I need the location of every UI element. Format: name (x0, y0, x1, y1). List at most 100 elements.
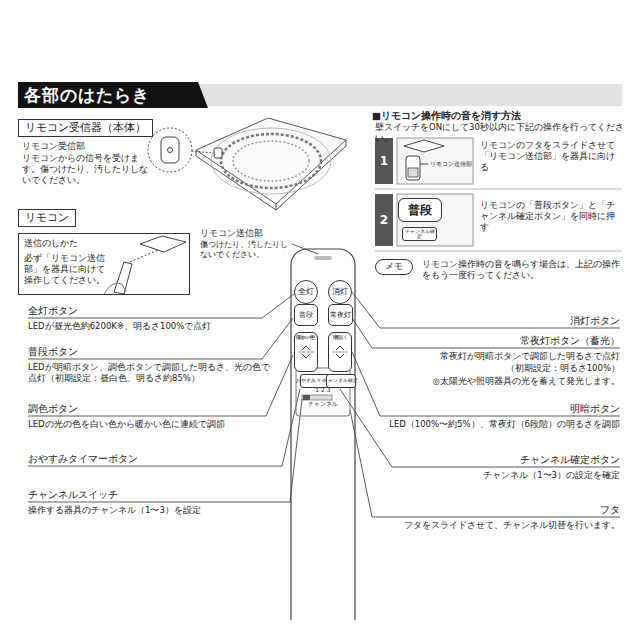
callout-text: リモコン送信部 (200, 228, 290, 239)
node-text: 送信のしかた (24, 237, 184, 250)
leader-line (28, 399, 302, 502)
node-text: 普段 (299, 312, 313, 319)
callout-text: リモコン受信部 (22, 141, 152, 152)
callout-text: 常夜灯ボタン（蓄光） (400, 335, 620, 347)
section-tab: リモコン受信器（本体） (18, 119, 153, 137)
remote-window (314, 256, 332, 260)
step-illustration (375, 189, 622, 190)
chevron (332, 352, 348, 353)
light-fixture (211, 128, 331, 194)
node-text: チャンネル確定 (323, 379, 358, 384)
receiver-detail (192, 151, 213, 153)
step-illustration (375, 251, 622, 252)
receiver-detail (148, 128, 192, 172)
callout-text: LED（100%〜約5%）、常夜灯（6段階）の明るさを調節 (370, 419, 620, 430)
callout-text: LEDが昼光色約6200K※、明るさ100%で点灯 (28, 321, 273, 332)
node-text: 1 (380, 154, 388, 168)
callout-text: フタ (400, 504, 620, 516)
chevron (298, 352, 314, 353)
light-fixture (196, 118, 346, 204)
step-illustration (406, 156, 420, 180)
callout-text: おやすみタイマーボタン (28, 453, 228, 465)
leader-line (28, 389, 300, 466)
page-title: 各部のはたらき (24, 83, 150, 107)
node-text: 全灯 (298, 288, 314, 296)
leader-line (28, 355, 293, 416)
callout-text: リモコン送信部 (430, 160, 474, 168)
light-fixture (196, 140, 346, 210)
callout-text: チャンネル（1〜3）の設定を確定 (370, 470, 620, 481)
channel-switch (302, 395, 332, 400)
callout-text: リモコンの「普段ボタン」と「チャンネル確定ボタン」を同時に押す (480, 200, 620, 233)
remote-body: 1 2 3チャンネル全灯消灯普段常夜灯白い色暖かい色明るく暗くおやすみタイマーチ… (290, 248, 356, 620)
chevron (336, 346, 344, 350)
step-illustration (375, 138, 622, 251)
sending-illustration (114, 262, 132, 294)
rocker-button: 白い色暖かい色 (294, 332, 318, 372)
node-text: 暗く (335, 335, 345, 340)
title-band (18, 84, 622, 106)
sending-illustration (104, 236, 186, 294)
chevron (336, 354, 344, 358)
remote-button: 消灯 (328, 280, 352, 304)
leader-line (28, 294, 294, 318)
receiver-detail (168, 148, 173, 153)
callout-text: 普段ボタン (28, 346, 228, 358)
channel-switch (303, 395, 310, 400)
note-box: 送信のしかた必ず「リモコン送信部」を器具に向けて操作してください。 (18, 233, 190, 295)
leader-line (350, 410, 620, 517)
rocker-button: 明るく暗く (328, 332, 352, 372)
callout-text: 傷つけたり、汚したりしないでください。 (200, 240, 288, 261)
light-fixture (233, 141, 309, 181)
remote-button: 常夜灯 (328, 304, 353, 326)
callout-text: フタをスライドさせて、チャンネル切替を行います。 (370, 520, 620, 531)
callout-text: チャンネル確定ボタン (400, 454, 620, 466)
light-fixture (196, 118, 346, 210)
step-illustration (404, 140, 444, 152)
callout-text: （初期設定：明るさ100%） (370, 363, 620, 374)
node-text: 暖かい色 (296, 335, 316, 340)
node-text: 2 (380, 213, 388, 227)
section-tab: リモコン (18, 209, 76, 227)
node-text: 普段 (408, 204, 432, 216)
remote-outline (291, 249, 355, 620)
leader-line (352, 352, 620, 416)
chevron (302, 346, 310, 350)
chevron (302, 354, 310, 358)
step-illustration (420, 164, 428, 165)
receiver-detail (148, 128, 213, 172)
callout-text: リモコンのフタをスライドさせて「リモコン送信部」を器具に向ける (480, 140, 620, 173)
light-fixture (221, 134, 321, 188)
node-text: リモコン受信器（本体） (25, 121, 146, 135)
node-text: 常夜灯 (330, 312, 351, 319)
callout-text: チャンネルスイッチ (28, 489, 228, 501)
callout-text: リモコン操作時の音を鳴らす場合は、上記の操作をもう一度行ってください。 (422, 259, 620, 281)
small-button: チャンネル確定 (326, 374, 356, 388)
remote-button: 全灯 (294, 280, 318, 304)
remote-button: 普段 (398, 198, 442, 222)
node-text: チャンネル (306, 402, 340, 408)
small-button: チャンネル確定 (402, 227, 437, 241)
leader-line (28, 318, 293, 359)
callout-text: 調色ボタン (28, 403, 228, 415)
callout-text: LEDの光の色を白い色から暖かい色に連続で調節 (28, 419, 278, 430)
callout-text: ■リモコン操作時の音を消す方法 (372, 110, 622, 122)
light-fixture (276, 204, 277, 210)
sending-illustration (104, 283, 126, 294)
callout-text: ◎太陽光や照明器具の光を蓄えて発光します。 (370, 376, 620, 387)
leader-line (352, 292, 620, 328)
callout-text: 消灯ボタン (400, 315, 620, 327)
callout-text: 操作する器具のチャンネル（1〜3）を設定 (28, 505, 278, 516)
leader-line (340, 389, 620, 467)
node-text: 消灯 (332, 288, 348, 296)
remote-button: 普段 (294, 304, 318, 326)
title-band (18, 82, 208, 108)
node-text: チャンネル確定 (403, 229, 436, 239)
receiver-detail (161, 137, 179, 163)
step-number: 2 (375, 194, 393, 246)
title-band (18, 82, 622, 108)
callout-text: 明暗ボタン (400, 403, 620, 415)
node-text: 必ず「リモコン送信部」を器具に向けて操作してください。 (24, 253, 110, 286)
callout-text: LEDが明暗ボタン、調色ボタンで調節した明るさ、光の色で点灯（初期設定：昼白色、… (28, 362, 273, 384)
